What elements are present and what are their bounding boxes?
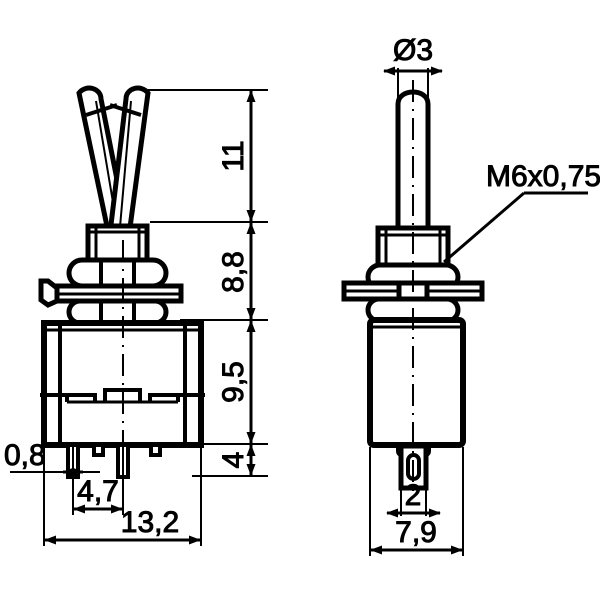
horizontal-dimensions-side-view: 0,8 4,7 13,2 [4, 439, 202, 546]
dimension-label-terminal-length: 4 [217, 452, 250, 469]
dimension-label-thread-spec: M6x0,75 [486, 160, 600, 193]
upper-hex-nut-side [66, 257, 169, 289]
front-view [341, 80, 485, 495]
dimension-label-lever-diameter: Ø3 [393, 34, 433, 67]
dimension-label-pin-pitch: 4,7 [77, 475, 119, 508]
lower-hex-nut-side [66, 298, 169, 326]
dimension-label-body-height: 9,5 [217, 361, 250, 403]
switch-body-front [367, 317, 466, 448]
side-view [38, 85, 205, 479]
internal-terminal-structure [40, 388, 205, 404]
dimensions-front-view: Ø3 M6x0,75 2 7,9 [369, 34, 600, 556]
dimension-label-pin-thickness: 0,8 [4, 439, 46, 472]
vertical-dimension-chain: 11 8,8 9,5 4 [148, 89, 268, 477]
dimension-label-terminal-width: 2 [405, 479, 422, 512]
dimension-label-body-depth: 7,9 [395, 516, 437, 549]
dimension-label-lever-length: 11 [217, 140, 250, 171]
leader-line-thread-spec [443, 191, 525, 264]
dimension-label-body-width: 13,2 [121, 506, 179, 539]
dimension-label-bushing-height: 8,8 [217, 251, 250, 293]
